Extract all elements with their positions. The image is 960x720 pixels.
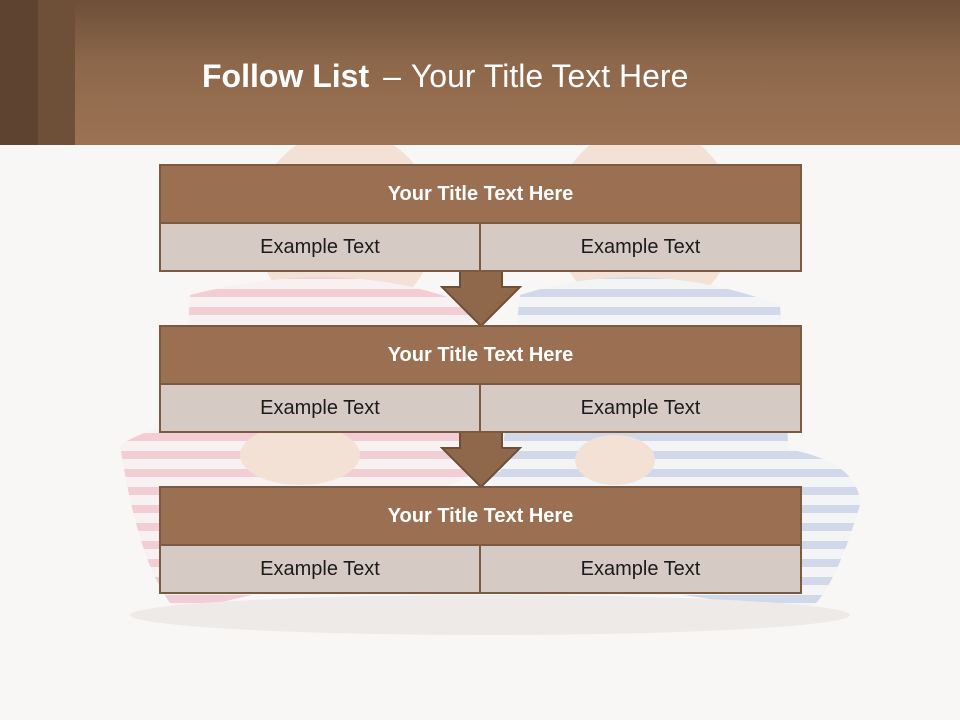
block-cell-right: Example Text (481, 546, 800, 592)
right-baby-hand (575, 435, 655, 485)
slide-title-bold: Follow List (202, 58, 370, 94)
slide-header: Follow List–Your Title Text Here (0, 0, 960, 145)
floor-shadow (130, 595, 850, 635)
list-block-1: Your Title Text Here Example Text Exampl… (159, 164, 802, 272)
slide-title: Follow List–Your Title Text Here (202, 56, 688, 96)
block-cell-right: Example Text (481, 224, 800, 270)
block-title: Your Title Text Here (161, 327, 800, 383)
left-baby-hands (240, 425, 360, 485)
header-accent-band-dark (0, 0, 38, 145)
list-block-2: Your Title Text Here Example Text Exampl… (159, 325, 802, 433)
list-block-3: Your Title Text Here Example Text Exampl… (159, 486, 802, 594)
block-cell-left: Example Text (161, 224, 479, 270)
block-cell-left: Example Text (161, 385, 479, 431)
header-accent-band (38, 0, 75, 145)
block-title: Your Title Text Here (161, 166, 800, 222)
block-title: Your Title Text Here (161, 488, 800, 544)
down-arrow-icon (440, 431, 522, 489)
block-cell-left: Example Text (161, 546, 479, 592)
block-cell-right: Example Text (481, 385, 800, 431)
slide-title-dash: – (383, 58, 401, 94)
slide-title-text: Your Title Text Here (410, 58, 689, 94)
down-arrow-icon (440, 270, 522, 328)
